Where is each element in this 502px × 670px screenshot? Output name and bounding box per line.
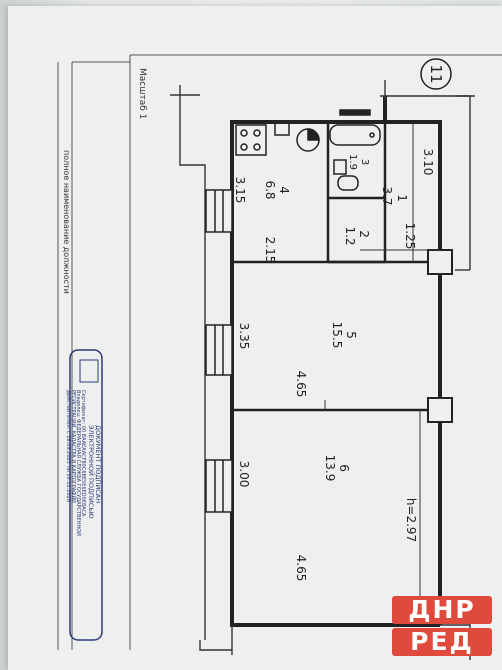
apartment-number-circle	[420, 58, 452, 90]
stamp-certificate: Сертификат: 00 BAAEAACF80C6BE5E6ED0E8ACA	[80, 390, 86, 517]
dim-4-65-top: 4.65	[294, 371, 308, 398]
dimension-labels: 3.10 1.25 3.15 2.15 3.35 4.65 3.00 4.65 …	[233, 149, 435, 582]
room-3-number: 3	[359, 159, 370, 165]
dim-2-15: 2.15	[263, 237, 277, 264]
column-2	[427, 397, 453, 423]
form-frame	[57, 54, 502, 650]
dim-3-10: 3.10	[421, 149, 435, 176]
room-2-area: 1.2	[343, 226, 357, 245]
stamp-text: ДОКУМЕНТ ПОДПИСАН ЭЛЕКТРОННОЙ ПОДПИСЬЮ С…	[65, 390, 102, 536]
dim-3-00: 3.00	[237, 461, 251, 488]
ceiling-height: h=2.97	[404, 498, 418, 542]
windows	[205, 189, 233, 513]
bathroom-fixtures	[329, 109, 381, 191]
column-1	[427, 249, 453, 275]
room-1-area: 3.7	[380, 186, 394, 205]
stamp-owner: Владелец: ФЕДЕРАЛЬНАЯ СЛУЖБА ГОСУДАРСТВЕ…	[75, 390, 82, 536]
watermark-line-2-box: РЕД	[392, 628, 492, 656]
stamp-valid: Действителен: с 16.09.2025 по 10.12.2026	[65, 390, 72, 502]
room-5-number: 5	[344, 331, 358, 339]
room-4-area: 6.8	[263, 180, 277, 199]
room-1-number: 1	[395, 194, 409, 202]
room-5-area: 15.5	[330, 322, 344, 349]
dim-3-35: 3.35	[237, 323, 251, 350]
watermark-line-1-box: ДНР	[392, 596, 492, 624]
room-3-area: 1.9	[347, 154, 358, 170]
watermark-logo: ДНР РЕД	[392, 596, 492, 656]
kitchen-fixtures	[235, 122, 320, 156]
room-6-number: 6	[337, 464, 351, 472]
dim-1-25: 1.25	[403, 223, 417, 250]
watermark-line-1: ДНР	[408, 595, 476, 624]
extension-lines	[170, 80, 475, 660]
apartment-number: 11	[427, 64, 445, 83]
stamp-title: ДОКУМЕНТ ПОДПИСАН	[94, 425, 102, 503]
dim-3-15: 3.15	[233, 177, 247, 204]
room-labels: 1 3.7 2 1.2 3 1.9 4 6.8 5 15.5 6 13.9	[263, 154, 409, 481]
interior-walls	[232, 122, 440, 412]
room-2-number: 2	[357, 230, 371, 238]
outer-walls	[230, 96, 442, 627]
scale-label: Масштаб 1	[137, 68, 147, 119]
position-label: полное наименование должности	[62, 150, 71, 294]
dim-4-65-bottom: 4.65	[294, 555, 308, 582]
watermark-line-2: РЕД	[410, 627, 474, 656]
dimension-lines	[324, 122, 440, 625]
signature-stamp: ДОКУМЕНТ ПОДПИСАН ЭЛЕКТРОННОЙ ПОДПИСЬЮ С…	[65, 349, 103, 641]
stamp-owner-2: РЕГИСТРАЦИИ, КАДАСТРА И КАРТОГРАФИИ	[70, 390, 76, 503]
room-6-area: 13.9	[323, 455, 337, 482]
stamp-subtitle: ЭЛЕКТРОННОЙ ПОДПИСЬЮ	[87, 425, 96, 519]
room-4-number: 4	[277, 186, 291, 194]
